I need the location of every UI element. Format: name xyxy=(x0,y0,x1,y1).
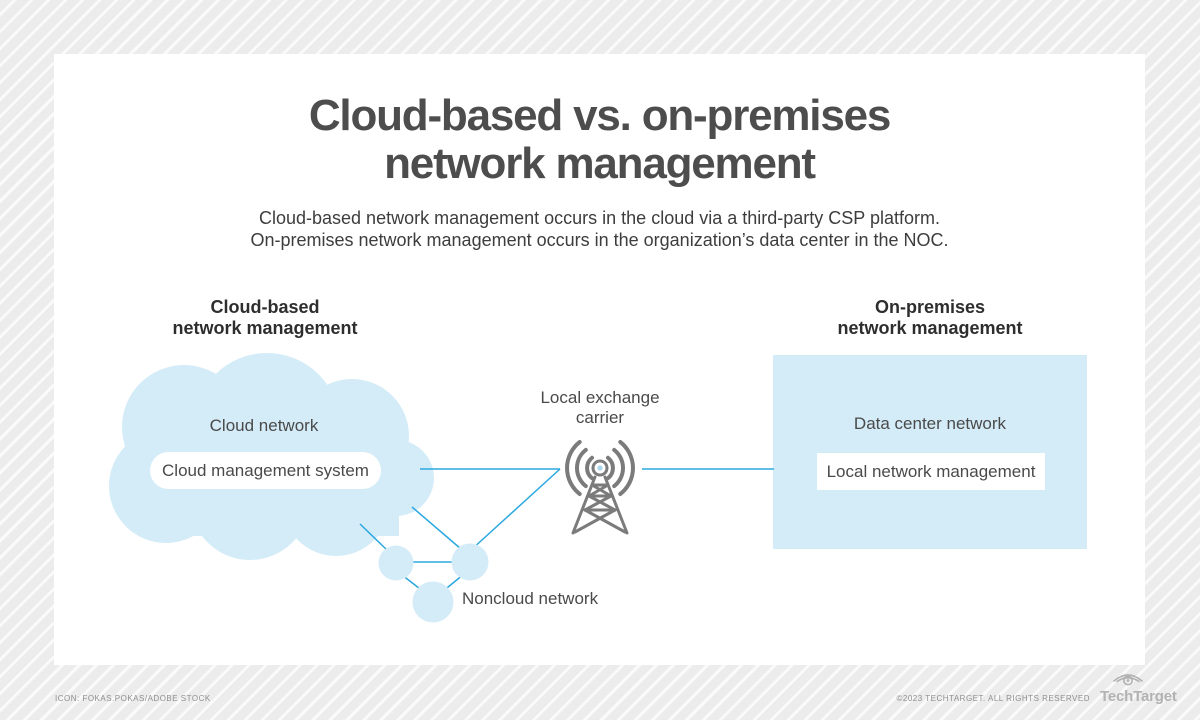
icon-credit: ICON: FOKAS.POKAS/ADOBE STOCK xyxy=(55,694,211,703)
onprem-pill xyxy=(817,453,1045,490)
cloud-network-label: Cloud network xyxy=(209,416,319,435)
radio-tower-icon xyxy=(565,440,635,535)
data-center-box xyxy=(773,355,1087,549)
local-network-management-label: Local network management xyxy=(826,462,1036,481)
onprem-column-header: On-premises network management xyxy=(837,297,1023,338)
cloud-pill xyxy=(150,452,381,489)
techtarget-logo: TechTarget xyxy=(1100,688,1177,705)
infographic-canvas: Cloud-based vs. on-premises network mana… xyxy=(54,54,1145,665)
page-title: Cloud-based vs. on-premises network mana… xyxy=(308,91,892,188)
network-diagram xyxy=(109,353,1087,623)
noncloud-network-nodes xyxy=(378,543,489,623)
copyright-notice: ©2023 TECHTARGET. ALL RIGHTS RESERVED xyxy=(896,694,1090,703)
cloud-column-header: Cloud-based network management xyxy=(172,297,358,338)
cloud-management-system-label: Cloud management system xyxy=(162,461,369,480)
data-center-network-label: Data center network xyxy=(853,414,1007,433)
noncloud-network-label: Noncloud network xyxy=(462,589,599,608)
techtarget-eye-icon xyxy=(1113,674,1143,686)
local-exchange-carrier-label: Local exchange carrier xyxy=(540,388,660,427)
page-subtitle: Cloud-based network management occurs in… xyxy=(250,208,949,250)
